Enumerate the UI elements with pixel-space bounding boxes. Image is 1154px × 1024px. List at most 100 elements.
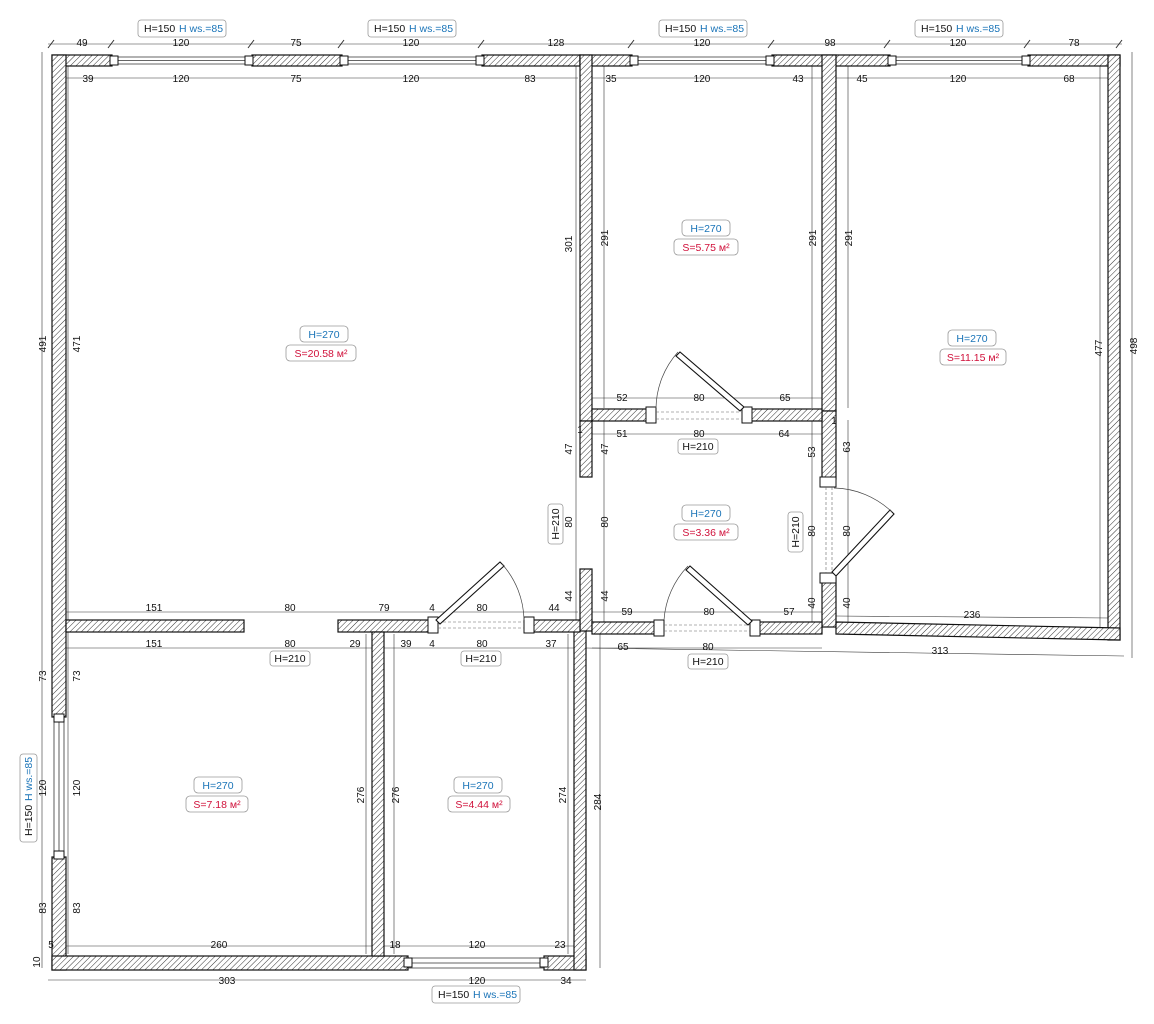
dim-label: 83 <box>524 74 536 85</box>
dim-label: 120 <box>694 74 711 85</box>
dim-label: 120 <box>950 74 967 85</box>
svg-text:H=210: H=210 <box>692 656 723 668</box>
dim-label: 39 <box>82 74 94 85</box>
svg-text:H ws.=85: H ws.=85 <box>956 23 1000 35</box>
dim-label: 276 <box>391 786 402 803</box>
door-tag: H=210 <box>677 438 719 455</box>
svg-text:H=150: H=150 <box>23 805 35 836</box>
dim-label: 65 <box>617 642 629 653</box>
dim-label: 151 <box>146 603 163 614</box>
dim-label: 45 <box>856 74 868 85</box>
dim-label: 63 <box>842 441 853 453</box>
room-hall: H=270 S=3.36 м² <box>673 504 739 541</box>
svg-text:H=210: H=210 <box>550 508 562 539</box>
dim-label: 301 <box>564 235 575 252</box>
dim-label: 78 <box>1068 38 1080 49</box>
dim-label: 284 <box>593 793 604 810</box>
window-tag: H=150 H ws.=85 <box>137 19 227 38</box>
svg-text:H ws.=85: H ws.=85 <box>409 23 453 35</box>
svg-text:H ws.=85: H ws.=85 <box>23 757 35 801</box>
dim-label: 120 <box>469 940 486 951</box>
doors <box>427 351 895 637</box>
dim-label: 79 <box>378 603 390 614</box>
dim-label: 80 <box>702 642 714 653</box>
windows <box>53 55 1031 969</box>
room-top-middle: H=270 S=5.75 м² <box>673 219 739 256</box>
door-tag-vertical: H=210 <box>787 511 804 553</box>
door-tag: H=210 <box>269 650 311 667</box>
dim-label: 80 <box>693 429 705 440</box>
dim-label: 73 <box>38 670 49 682</box>
room-bottom-middle: H=270 S=4.44 м² <box>447 776 511 813</box>
dim-label: 44 <box>548 603 560 614</box>
dim-label: 52 <box>616 393 628 404</box>
room-area: S=5.75 м² <box>682 242 730 254</box>
dim-label: 276 <box>356 786 367 803</box>
dim-label: 68 <box>1063 74 1075 85</box>
dim-label: 98 <box>824 38 836 49</box>
room-right: H=270 S=11.15 м² <box>939 329 1007 366</box>
dim-label: 120 <box>950 38 967 49</box>
dim-label: 80 <box>476 603 488 614</box>
room-area: S=11.15 м² <box>947 352 1000 364</box>
window-tag: H=150 H ws.=85 <box>367 19 457 38</box>
dim-label: 37 <box>545 639 557 650</box>
dim-label: 1 <box>831 416 837 427</box>
dim-label: 53 <box>807 446 818 458</box>
dim-label: 18 <box>389 940 401 951</box>
dim-label: 120 <box>173 38 190 49</box>
dim-label: 260 <box>211 940 228 951</box>
door-tag: H=210 <box>687 653 729 670</box>
door-tag: H=210 <box>460 650 502 667</box>
svg-text:H ws.=85: H ws.=85 <box>473 989 517 1001</box>
dim-label: 498 <box>1129 337 1140 354</box>
dim-label: 29 <box>349 639 361 650</box>
dim-label: 274 <box>558 786 569 803</box>
svg-text:H=210: H=210 <box>790 516 802 547</box>
dim-label: 65 <box>779 393 791 404</box>
door-tag-vertical: H=210 <box>547 503 564 545</box>
dim-label: 39 <box>400 639 412 650</box>
svg-text:H=210: H=210 <box>274 653 305 665</box>
dim-label: 75 <box>290 38 302 49</box>
dim-label: 23 <box>554 940 566 951</box>
svg-text:H=210: H=210 <box>682 441 713 453</box>
dim-label: 75 <box>290 74 302 85</box>
dim-label: 1 <box>577 425 583 436</box>
dim-label: 83 <box>38 902 49 914</box>
dim-label: 128 <box>548 38 565 49</box>
room-height: H=270 <box>956 333 987 345</box>
dim-label: 291 <box>844 229 855 246</box>
dim-label: 120 <box>694 38 711 49</box>
svg-text:H=150: H=150 <box>438 989 469 1001</box>
dim-label: 64 <box>778 429 790 440</box>
room-area: S=4.44 м² <box>455 799 503 811</box>
dim-label: 303 <box>219 976 236 987</box>
dim-label: 120 <box>403 74 420 85</box>
dim-label: 40 <box>842 597 853 609</box>
door-tags: H=210 H=210 H=210 H=210 H=210 H=210 <box>269 438 804 670</box>
room-height: H=270 <box>202 780 233 792</box>
dim-label: 80 <box>693 393 705 404</box>
svg-text:H ws.=85: H ws.=85 <box>179 23 223 35</box>
dim-label: 59 <box>621 607 633 618</box>
dim-label: 35 <box>605 74 617 85</box>
dim-label: 80 <box>600 516 611 528</box>
dim-label: 80 <box>807 525 818 537</box>
dim-label: 40 <box>807 597 818 609</box>
dim-label: 51 <box>616 429 628 440</box>
dim-label: 291 <box>600 229 611 246</box>
dim-label: 80 <box>703 607 715 618</box>
svg-text:H ws.=85: H ws.=85 <box>700 23 744 35</box>
room-bottom-left: H=270 S=7.18 м² <box>185 776 249 813</box>
dim-label: 80 <box>284 603 296 614</box>
dim-label: 471 <box>72 335 83 352</box>
dim-label: 80 <box>284 639 296 650</box>
svg-text:H=150: H=150 <box>144 23 175 35</box>
dim-label: 73 <box>72 670 83 682</box>
dim-label: 80 <box>476 639 488 650</box>
dimension-lines <box>41 39 1133 981</box>
dim-label: 34 <box>560 976 572 987</box>
svg-text:H=150: H=150 <box>665 23 696 35</box>
